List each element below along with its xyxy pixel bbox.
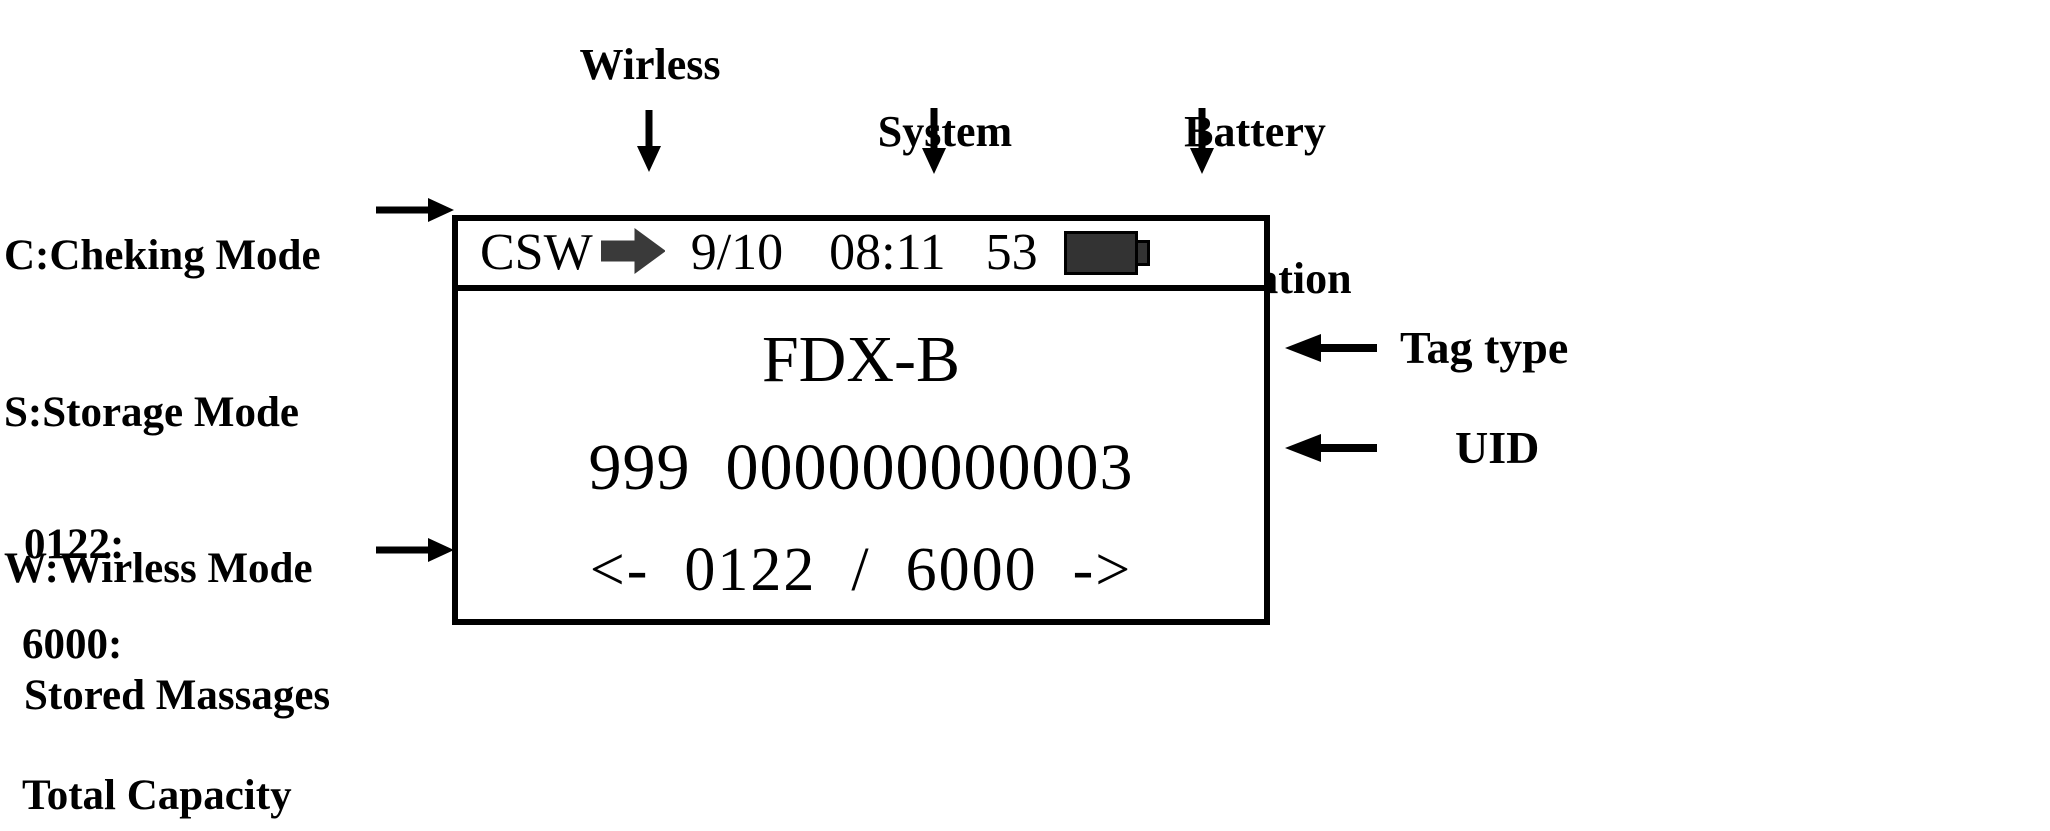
seconds-display: 53 — [985, 224, 1038, 281]
time-display: 08:11 — [829, 224, 946, 281]
mode-indicator: CSW — [480, 224, 593, 281]
annotation-storage-legend: 0122: Stored Massages — [24, 425, 330, 816]
annotation-battery-line1: Battery — [1184, 106, 1326, 156]
annotation-wireless-label: Wirless — [579, 40, 721, 89]
annotation-system-time-line1: System — [877, 106, 1013, 156]
lcd-content-area: FDX-B 999 000000000003 <- 0122 / 6000 -> — [458, 291, 1264, 619]
annotation-arrow-right-counter — [376, 528, 454, 572]
annotation-capacity-label: 6000: — [22, 621, 123, 669]
annotation-uid-label: UID — [1455, 422, 1540, 473]
annotation-mode-wireless: W:Wirless Mode — [4, 545, 313, 593]
annotation-stored-count-label: 0122: — [24, 521, 125, 569]
annotation-arrow-down-wireless — [632, 110, 666, 172]
annotation-arrow-right-mode — [376, 188, 454, 232]
uid-value: 999 000000000003 — [588, 431, 1134, 504]
annotation-stored-count-text: Stored Massages — [24, 671, 331, 719]
annotation-arrow-left-uid — [1285, 425, 1377, 471]
record-counter: <- 0122 / 6000 -> — [589, 536, 1133, 604]
wireless-arrow-icon — [600, 227, 666, 279]
annotation-tag-type-label: Tag type — [1400, 322, 1569, 373]
annotation-capacity-legend: 6000: Total Capacity — [22, 525, 292, 831]
annotation-mode-storage: S:Storage Mode — [4, 388, 299, 436]
annotation-mode-legend: C:Cheking Mode S:Storage Mode W:Wirless … — [4, 136, 321, 690]
lcd-screen: CSW 9/10 08:11 53 FDX-B 999 000000000003… — [452, 215, 1270, 625]
battery-body — [1063, 231, 1138, 275]
battery-icon — [1063, 231, 1150, 275]
annotation-mode-checking: C:Cheking Mode — [4, 232, 321, 280]
date-display: 9/10 — [690, 224, 784, 281]
battery-terminal — [1137, 240, 1150, 266]
lcd-status-bar: CSW 9/10 08:11 53 — [458, 221, 1264, 291]
tag-type-value: FDX-B — [761, 323, 961, 396]
annotation-arrow-down-battery — [1185, 108, 1219, 174]
annotation-capacity-text: Total Capacity — [22, 771, 292, 819]
annotation-arrow-left-tag-type — [1285, 325, 1377, 371]
annotation-arrow-down-system-time — [917, 108, 951, 174]
